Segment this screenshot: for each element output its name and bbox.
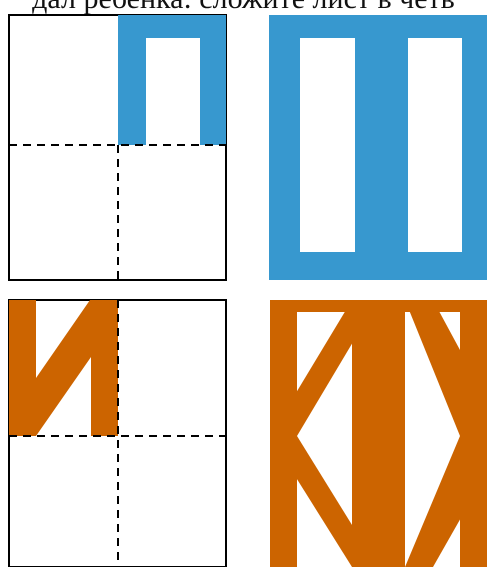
folded-sheet-orange: [9, 300, 226, 567]
orange-center-bar: [352, 300, 405, 567]
orange-top-strip: [270, 300, 487, 312]
folded-sheet-blue: [9, 15, 226, 280]
blue-unfolded-shape: [269, 15, 487, 280]
unfolded-result-blue: [269, 15, 487, 280]
unfolded-result-orange: [270, 300, 487, 567]
